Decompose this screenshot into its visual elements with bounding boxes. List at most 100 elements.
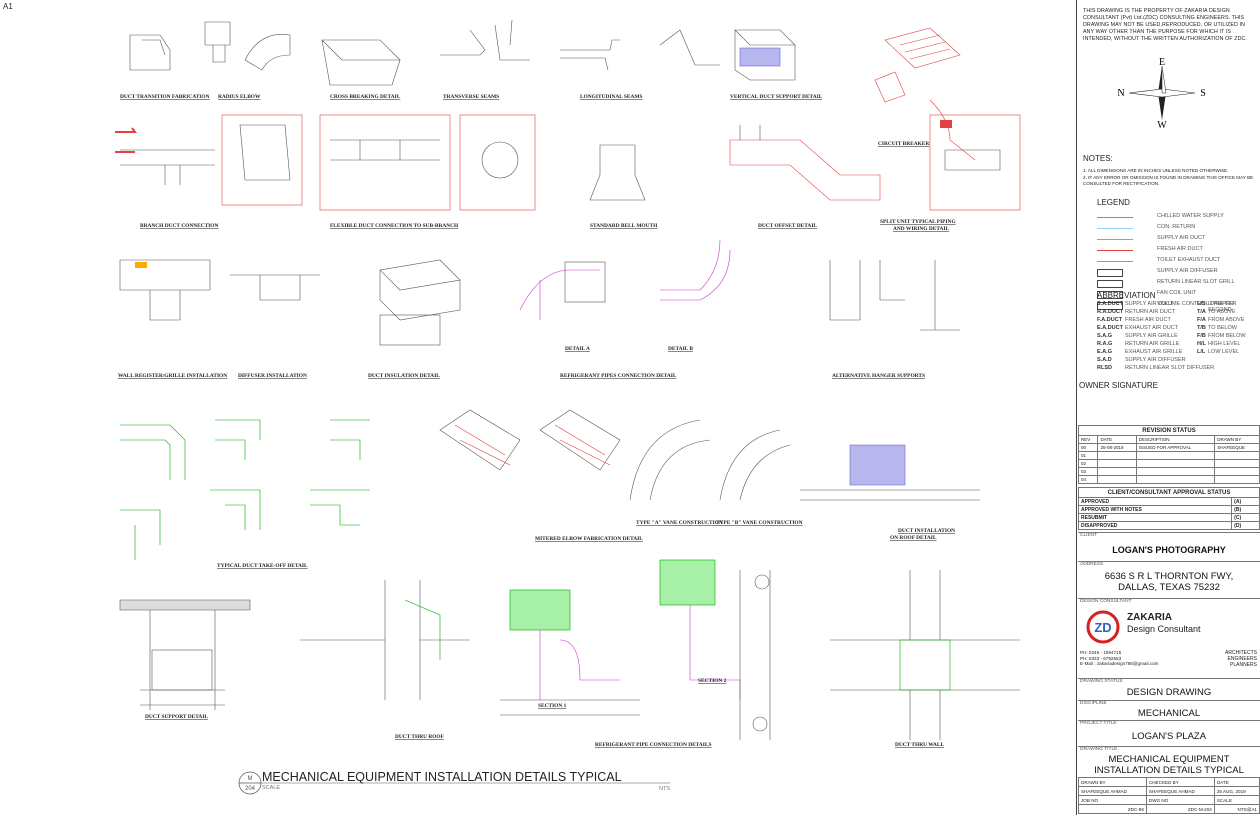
detail-label: DETAIL B: [668, 346, 693, 352]
owner-signature: OWNER SIGNATURE: [1079, 381, 1158, 390]
phone-1: PH: 0349 - 1594715: [1080, 650, 1122, 655]
abbr-value: TO BELOW: [1208, 325, 1237, 331]
abbr-value: SUPPLY AIR DIFFUSER: [1125, 357, 1186, 363]
discipline-caption: DISCIPLINE: [1080, 701, 1107, 706]
abbr-key: S.A.G: [1097, 333, 1112, 339]
detail-label: SECTION 2: [698, 678, 727, 684]
abbr-key: F/B: [1197, 333, 1206, 339]
drawing-title-line-2: INSTALLATION DETAILS TYPICAL: [1094, 765, 1244, 776]
approval-cell: RESUBMIT: [1077, 513, 1233, 522]
address-line-1: 6636 S R L THORNTON FWY,: [1104, 571, 1234, 582]
legend-swatch: [1097, 228, 1133, 229]
detail-label: WALL REGISTER/GRILLE INSTALLATION: [118, 373, 227, 379]
abbr-value: TO ABOVE: [1208, 309, 1236, 315]
revision-cell: [1214, 475, 1260, 484]
email: E-Mail : zakariadesign786@gmail.com: [1080, 661, 1159, 666]
consultant-contact: PH: 0349 - 1594715 PH: 0333 - 6792553 E-…: [1080, 650, 1158, 667]
legend-heading: LEGEND: [1097, 198, 1130, 207]
legend-item: FAN COIL UNIT: [1097, 289, 1257, 300]
detail-label: DUCT INSTALLATION: [898, 528, 955, 534]
drawing-area: DUCT TRANSITION FABRICATION RADIUS ELBOW…: [115, 19, 1021, 795]
compass-s: S: [1200, 88, 1206, 99]
role: ENGINEERS: [1227, 656, 1257, 662]
legend-label: RETURN LINEAR SLOT GRILL: [1157, 279, 1235, 285]
detail-label: MITERED ELBOW FABRICATION DETAIL: [535, 536, 643, 542]
drawing-code-badge: M 204: [238, 771, 670, 795]
abbr-value: RETURN AIR GRILLE: [1125, 341, 1180, 347]
approval-cell: DISAPPROVED: [1077, 521, 1233, 530]
drawing-status-field: DRAWING STATUS DESIGN DRAWING: [1078, 678, 1260, 701]
abbr-key: R.A.DUCT: [1097, 309, 1124, 315]
address-field: ADDRESS 6636 S R L THORNTON FWY, DALLAS,…: [1078, 561, 1260, 598]
revision-cell: [1097, 459, 1137, 468]
client-caption: CLIENT: [1080, 533, 1098, 538]
abbr-key: E.A.DUCT: [1097, 325, 1123, 331]
compass-e: E: [1159, 58, 1165, 68]
approval-cell: APPROVED WITH NOTES: [1077, 505, 1233, 514]
zd-logo-icon: ZD: [1086, 610, 1120, 644]
abbr-value: RETURN LINEAR SLOT DIFFUSER: [1125, 365, 1215, 371]
job-caption: JOB NO: [1081, 797, 1099, 803]
drawing-status-value: DESIGN DRAWING: [1126, 687, 1212, 698]
note-item: 1. ALL DIMENSIONS ARE IN INCHES UNLESS N…: [1083, 168, 1229, 173]
abbr-value: RETURN AIR DUCT: [1125, 309, 1176, 315]
detail-label: ALTERNATIVE HANGER SUPPORTS: [832, 373, 925, 379]
detail-label: REFRIGERANT PIPES CONNECTION DETAIL: [560, 373, 677, 379]
detail-label: DUCT OFFSET DETAIL: [758, 223, 817, 229]
detail-label: TYPE "B" VANE CONSTRUCTION: [716, 520, 803, 526]
legend-label: TOILET EXHAUST DUCT: [1157, 257, 1221, 263]
detail-label: DUCT TRANSITION FABRICATION: [120, 94, 210, 100]
revision-header-cell: REV: [1077, 435, 1099, 444]
project-caption: PROJECT TITLE: [1080, 721, 1117, 726]
detail-label: DUCT INSULATION DETAIL: [368, 373, 440, 379]
drawing-title-field: DRAWING TITLE MECHANICAL EQUIPMENT INSTA…: [1078, 746, 1260, 778]
legend-label: CON. RETURN: [1157, 224, 1196, 230]
note-item: 2. IF ANY ERROR OR OMISSION IS FOUND IN …: [1083, 174, 1254, 187]
checked-by: SHAFEEQUE AHMAD: [1148, 788, 1195, 794]
scale: NTS@A1: [1237, 806, 1257, 812]
detail-label: CROSS BREAKING DETAIL: [330, 94, 401, 100]
abbr-value: FRESH AIR DUCT: [1125, 317, 1171, 323]
detail-label: VERTICAL DUCT SUPPORT DETAIL: [730, 94, 823, 100]
approval-cell: (C): [1231, 513, 1260, 522]
revision-cell: [1097, 451, 1137, 460]
legend-item: CON. RETURN: [1097, 223, 1257, 234]
project-field: PROJECT TITLE LOGAN'S PLAZA: [1078, 720, 1260, 747]
client-field: CLIENT: [1078, 532, 1260, 544]
drawing-code-bottom: 204: [245, 786, 256, 792]
approval-cell: (B): [1231, 505, 1260, 514]
detail-label: LONGITUDINAL SEAMS: [580, 94, 642, 100]
title-block: THIS DRAWING IS THE PROPERTY OF ZAKARIA …: [1076, 0, 1260, 815]
abbr-value: FROM BELOW: [1208, 333, 1246, 339]
scale-caption: SCALE: [1216, 797, 1232, 803]
detail-label: TYPE "A" VANE CONSTRUCTION: [636, 520, 723, 526]
revision-cell: 01: [1077, 451, 1099, 460]
job-no: ZDC-96: [1127, 806, 1144, 812]
approval-cell: (A): [1231, 497, 1260, 506]
revision-header-cell: DATE: [1097, 435, 1137, 444]
consultant-caption: DESIGN CONSULTANT: [1080, 599, 1132, 604]
table-row: 01: [1077, 451, 1260, 460]
consultant-field: DESIGN CONSULTANT: [1078, 598, 1260, 679]
abbr-value: LITRE PER SECOND: [1208, 301, 1237, 313]
approval-cell: APPROVED: [1077, 497, 1233, 506]
revision-cell: 00: [1077, 443, 1099, 452]
discipline-value: MECHANICAL: [1137, 708, 1201, 719]
abbr-key: RLSD: [1097, 365, 1112, 371]
abbr-key: S.A.D: [1097, 357, 1112, 363]
legend-swatch: [1097, 269, 1123, 277]
legend-item: SUPPLY AIR DIFFUSER: [1097, 267, 1257, 278]
detail-label: STANDARD BELL MOUTH: [590, 223, 658, 229]
revision-cell: [1214, 459, 1260, 468]
abbr-key: S.A.DUCT: [1097, 301, 1123, 307]
abbr-key: T/B: [1197, 325, 1206, 331]
drawn-by: SHAFEEQUE AHMAD: [1081, 788, 1127, 794]
main-title-scale: SCALE: [262, 785, 281, 791]
